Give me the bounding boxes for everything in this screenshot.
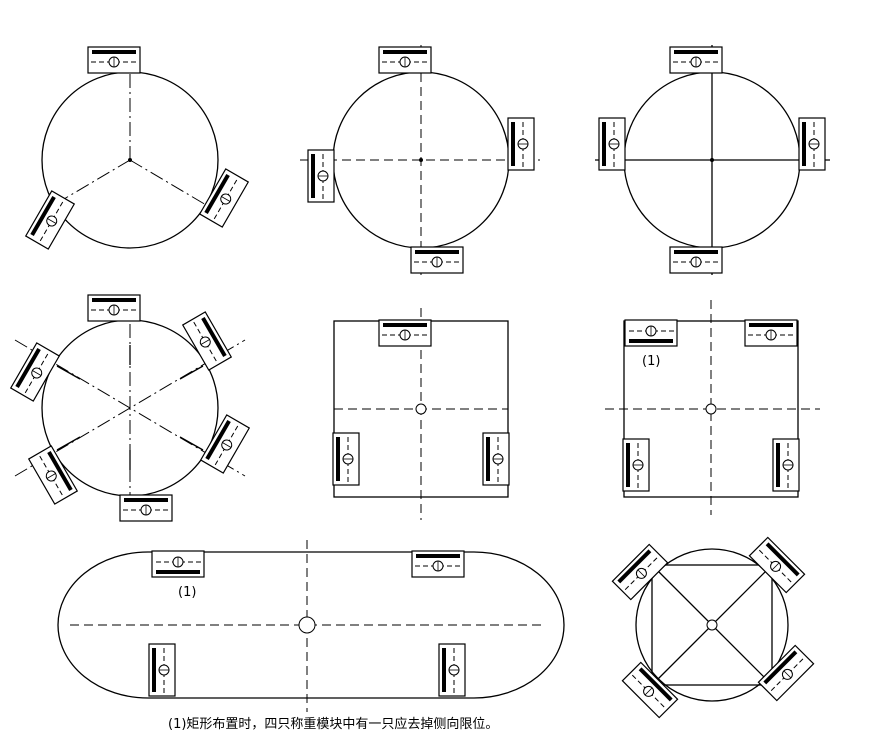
layout-circle-square-diagonal xyxy=(611,536,815,719)
weighing-module xyxy=(669,46,723,74)
weighing-module xyxy=(507,117,535,171)
weighing-module xyxy=(87,46,141,74)
weighing-module xyxy=(622,438,650,492)
weighing-module xyxy=(378,46,432,74)
layout-oblong-four-modules: (1) xyxy=(57,540,565,712)
weighing-module xyxy=(621,661,679,719)
weighing-module xyxy=(482,432,510,486)
weighing-module xyxy=(10,342,60,402)
layout-square-four-modules: (1) xyxy=(605,300,820,515)
weighing-module xyxy=(200,414,250,474)
layout-square-three-modules xyxy=(332,308,510,520)
layout-circle-six-modules xyxy=(10,294,250,522)
weighing-module xyxy=(148,643,176,697)
rect-marker-label: (1) xyxy=(642,354,660,369)
weighing-module xyxy=(28,445,78,505)
weighing-module xyxy=(757,644,815,702)
weighing-module xyxy=(438,643,466,697)
weighing-module xyxy=(598,117,626,171)
weighing-module xyxy=(25,190,75,250)
weighing-module xyxy=(744,319,798,347)
weighing-module xyxy=(199,168,249,228)
weighing-module xyxy=(411,550,465,578)
layout-circle-three-modules xyxy=(25,46,249,250)
weighing-module xyxy=(798,117,826,171)
oblong-marker-label: (1) xyxy=(178,585,196,600)
weighing-module xyxy=(624,319,678,347)
weighing-module xyxy=(87,294,141,322)
layout-circle-four-modules-offset xyxy=(300,45,540,275)
weighing-module xyxy=(332,432,360,486)
weighing-module xyxy=(119,494,173,522)
weighing-module xyxy=(772,438,800,492)
weighing-module xyxy=(182,311,232,371)
weighing-module xyxy=(378,319,432,347)
layout-circle-four-modules xyxy=(595,45,830,275)
weighing-module xyxy=(669,246,723,274)
weighing-module xyxy=(410,246,464,274)
caption: (1)矩形布置时，四只称重模块中有一只应去掉侧向限位。 xyxy=(168,716,498,732)
weighing-module xyxy=(151,550,205,578)
weighing-module xyxy=(307,149,335,203)
